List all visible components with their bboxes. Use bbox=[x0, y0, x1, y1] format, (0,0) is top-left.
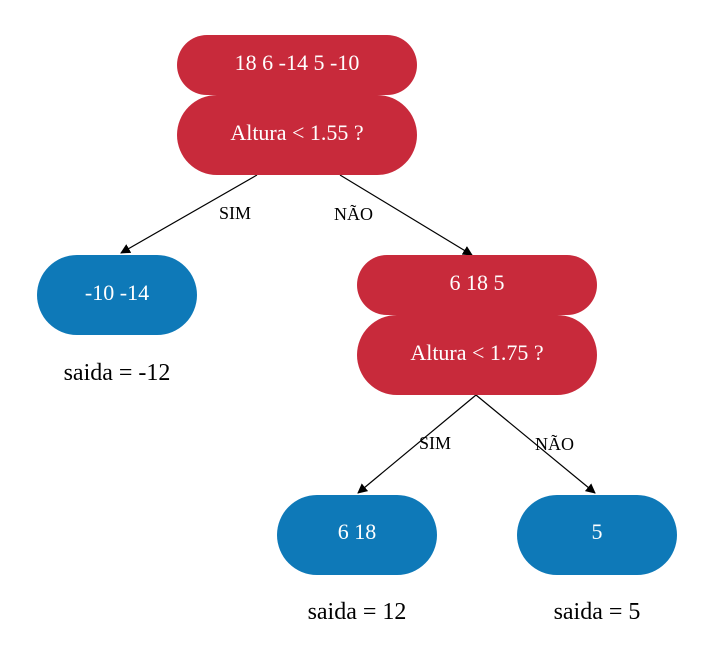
root-condition-box bbox=[177, 95, 417, 175]
leaf-right-output: saida = 5 bbox=[554, 599, 641, 625]
leaf-left-output: saida = -12 bbox=[64, 360, 171, 386]
edge-root-no bbox=[339, 174, 473, 256]
leaf-mid-samples-text: 6 18 bbox=[338, 519, 377, 544]
inner-samples-text: 6 18 5 bbox=[450, 270, 505, 295]
edge-root-yes bbox=[120, 174, 258, 254]
leaf-mid-box bbox=[277, 495, 437, 575]
edge-label-root-no: NÃO bbox=[334, 203, 373, 224]
edge-inner-yes bbox=[357, 394, 477, 494]
leaf-right-box bbox=[517, 495, 677, 575]
inner-node: 6 18 5 Altura < 1.75 ? bbox=[357, 255, 597, 395]
leaf-right-samples-text: 5 bbox=[592, 519, 603, 544]
root-samples-text: 18 6 -14 5 -10 bbox=[235, 50, 360, 75]
leaf-left-node: -10 -14 bbox=[37, 255, 197, 335]
inner-condition-box bbox=[357, 315, 597, 395]
edge-label-inner-no: NÃO bbox=[535, 433, 574, 454]
leaf-right-node: 5 bbox=[517, 495, 677, 575]
root-condition-text: Altura < 1.55 ? bbox=[230, 120, 363, 145]
edges: SIM NÃO SIM NÃO bbox=[120, 174, 596, 494]
leaf-left-samples-text: -10 -14 bbox=[85, 280, 149, 305]
inner-condition-text: Altura < 1.75 ? bbox=[410, 340, 543, 365]
root-samples-box bbox=[177, 35, 417, 95]
leaf-left-box bbox=[37, 255, 197, 335]
leaf-mid-node: 6 18 bbox=[277, 495, 437, 575]
leaf-mid-output: saida = 12 bbox=[308, 599, 407, 625]
edge-inner-no bbox=[475, 394, 596, 494]
root-node: 18 6 -14 5 -10 Altura < 1.55 ? bbox=[177, 35, 417, 175]
edge-label-root-yes: SIM bbox=[219, 203, 251, 223]
inner-samples-box bbox=[357, 255, 597, 315]
edge-label-inner-yes: SIM bbox=[419, 433, 451, 453]
